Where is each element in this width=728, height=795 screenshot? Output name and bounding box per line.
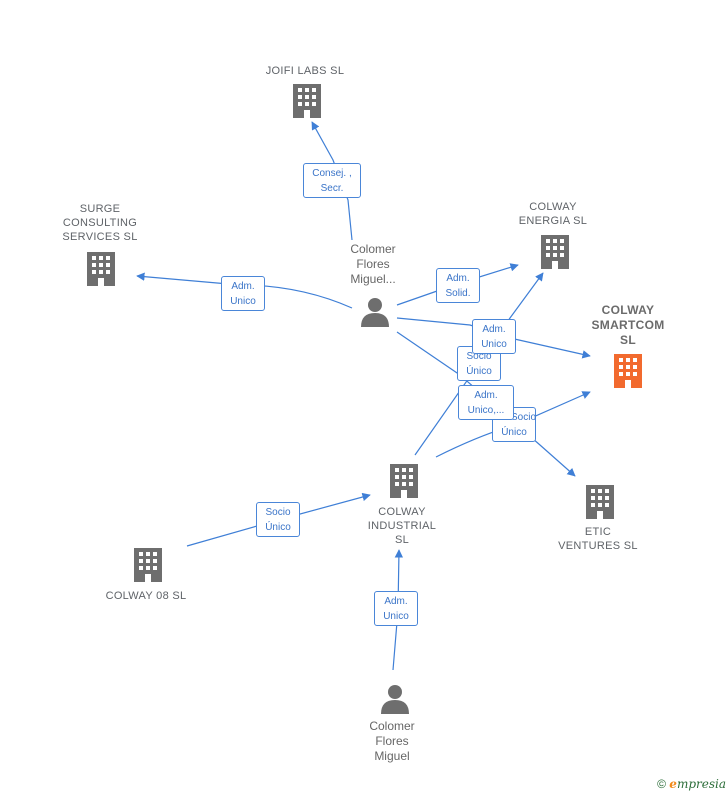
smartcom-label-line: SMARTCOM xyxy=(591,318,665,332)
role-line: Socio xyxy=(265,507,291,518)
role-line: Adm. xyxy=(474,390,498,401)
node-label-person-top[interactable]: Colomer Flores Miguel... xyxy=(323,242,423,287)
smartcom-label-line: COLWAY xyxy=(601,303,655,317)
person-top-label-line: Flores xyxy=(356,257,390,271)
surge-building-icon[interactable] xyxy=(87,252,115,286)
person-bottom-label-line: Flores xyxy=(375,734,409,748)
person-top-label-line: Colomer xyxy=(350,242,396,256)
role-badge-joifi[interactable]: Consej. , Secr. xyxy=(303,163,361,198)
empresia-logo-e: e xyxy=(669,777,677,791)
surge-label-line: CONSULTING xyxy=(62,217,138,229)
node-label-energia[interactable]: COLWAY ENERGIA SL xyxy=(493,200,613,228)
role-line: Unico xyxy=(230,296,256,307)
node-label-person-bottom[interactable]: Colomer Flores Miguel xyxy=(342,719,442,764)
role-line: Adm. xyxy=(446,273,470,284)
role-badge-adm-unico-multi[interactable]: Adm. Unico,... xyxy=(458,385,514,420)
colway08-building-icon[interactable] xyxy=(134,548,162,582)
node-label-joifi[interactable]: JOIFI LABS SL xyxy=(245,64,365,78)
role-line: Socio xyxy=(466,351,492,362)
surge-label-line: SURGE xyxy=(79,203,121,215)
etic-building-icon[interactable] xyxy=(586,485,614,519)
industrial-label-line: INDUSTRIAL xyxy=(367,520,437,532)
energia-building-icon[interactable] xyxy=(541,235,569,269)
empresia-logo-text: mpresia xyxy=(676,777,726,791)
role-line: Solid. xyxy=(445,288,471,299)
empresia-watermark: © empresia xyxy=(657,777,726,791)
joifi-building-icon[interactable] xyxy=(293,84,321,118)
industrial-label-line: SL xyxy=(394,534,410,546)
role-line: Único xyxy=(501,427,527,438)
role-line: Unico xyxy=(383,611,409,622)
role-line: Único xyxy=(466,366,492,377)
role-line: Único xyxy=(265,522,291,533)
person-top-icon[interactable] xyxy=(361,298,389,327)
node-label-colway08[interactable]: COLWAY 08 SL xyxy=(86,589,206,603)
person-bottom-icon[interactable] xyxy=(381,685,409,714)
joifi-label: JOIFI LABS SL xyxy=(265,65,345,77)
role-line: Socio xyxy=(511,412,537,423)
role-line: Consej. , xyxy=(312,168,352,179)
role-badge-industrial-person[interactable]: Adm. Unico xyxy=(374,591,418,626)
industrial-building-icon[interactable] xyxy=(390,464,418,498)
colway08-label: COLWAY 08 SL xyxy=(105,590,187,602)
person-top-label-line: Miguel... xyxy=(350,272,396,286)
person-bottom-label-line: Colomer xyxy=(369,719,415,733)
role-badge-smartcom-person[interactable]: Adm. Unico xyxy=(472,319,516,354)
role-badge-colway08[interactable]: Socio Único xyxy=(256,502,300,537)
etic-label-line: VENTURES SL xyxy=(558,540,638,552)
smartcom-building-icon[interactable] xyxy=(614,354,642,388)
smartcom-label-line: SL xyxy=(620,333,636,347)
person-bottom-label-line: Miguel xyxy=(374,749,410,763)
node-label-smartcom[interactable]: COLWAY SMARTCOM SL xyxy=(568,303,688,348)
role-badge-energia[interactable]: Adm. Solid. xyxy=(436,268,480,303)
role-line: Unico,... xyxy=(467,405,505,416)
node-label-surge[interactable]: SURGE CONSULTING SERVICES SL xyxy=(40,202,160,244)
node-label-etic[interactable]: ETIC VENTURES SL xyxy=(538,525,658,553)
industrial-label-line: COLWAY xyxy=(378,506,426,518)
role-line: Adm. xyxy=(482,324,506,335)
energia-label-line: COLWAY xyxy=(529,201,577,213)
copyright-icon: © xyxy=(657,777,666,791)
role-line: Adm. xyxy=(231,281,255,292)
energia-label-line: ENERGIA SL xyxy=(518,215,588,227)
surge-label-line: SERVICES SL xyxy=(62,231,138,243)
role-line: Adm. xyxy=(384,596,408,607)
node-label-industrial[interactable]: COLWAY INDUSTRIAL SL xyxy=(342,505,462,547)
role-line: Secr. xyxy=(320,183,344,194)
role-badge-surge[interactable]: Adm. Unico xyxy=(221,276,265,311)
role-line: Unico xyxy=(481,339,507,350)
etic-label-line: ETIC xyxy=(584,526,612,538)
